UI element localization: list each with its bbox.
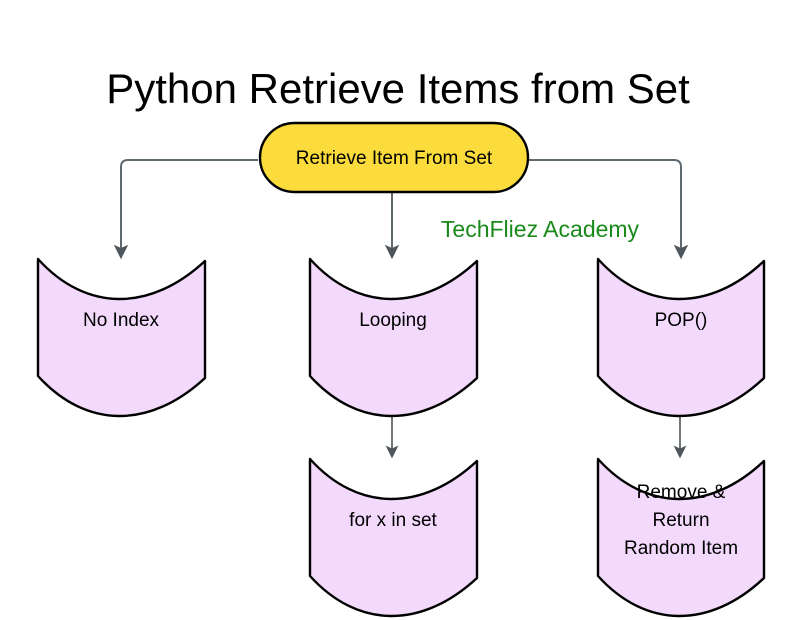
node-retrieve-item-from-set-shape (258, 121, 530, 194)
node-remove-return-random-item-shape (596, 457, 766, 618)
node-for-x-in-set[interactable]: for x in set (308, 457, 479, 618)
node-looping-shape (308, 257, 479, 418)
node-looping-label: Looping (359, 310, 427, 331)
node-pop-shape (596, 257, 766, 418)
node-for-x-in-set-shape (308, 457, 479, 618)
node-for-x-in-set-label: for x in set (349, 510, 437, 531)
node-no-index[interactable]: No Index (36, 257, 207, 418)
edge-root-to-pop (529, 159, 689, 260)
node-remove-return-random-item-label-line-1: Remove & (637, 482, 726, 503)
page-title: Python Retrieve Items from Set (106, 65, 690, 112)
node-pop[interactable]: POP() (596, 257, 766, 418)
edge-root-to-no-index (113, 159, 258, 260)
node-looping[interactable]: Looping (308, 257, 479, 418)
node-no-index-label: No Index (83, 310, 160, 331)
node-pop-label: POP() (655, 310, 708, 331)
node-no-index-shape (36, 257, 207, 418)
node-remove-return-random-item-label-line-3: Random Item (624, 538, 738, 559)
node-remove-return-random-item-label-line-2: Return (652, 510, 709, 531)
node-retrieve-item-from-set-label: Retrieve Item From Set (296, 148, 493, 169)
watermark-techfliez-academy: TechFliez Academy (441, 216, 640, 242)
node-remove-return-random-item[interactable]: Remove & Return Random Item (596, 457, 766, 618)
node-retrieve-item-from-set[interactable]: Retrieve Item From Set (258, 121, 530, 194)
